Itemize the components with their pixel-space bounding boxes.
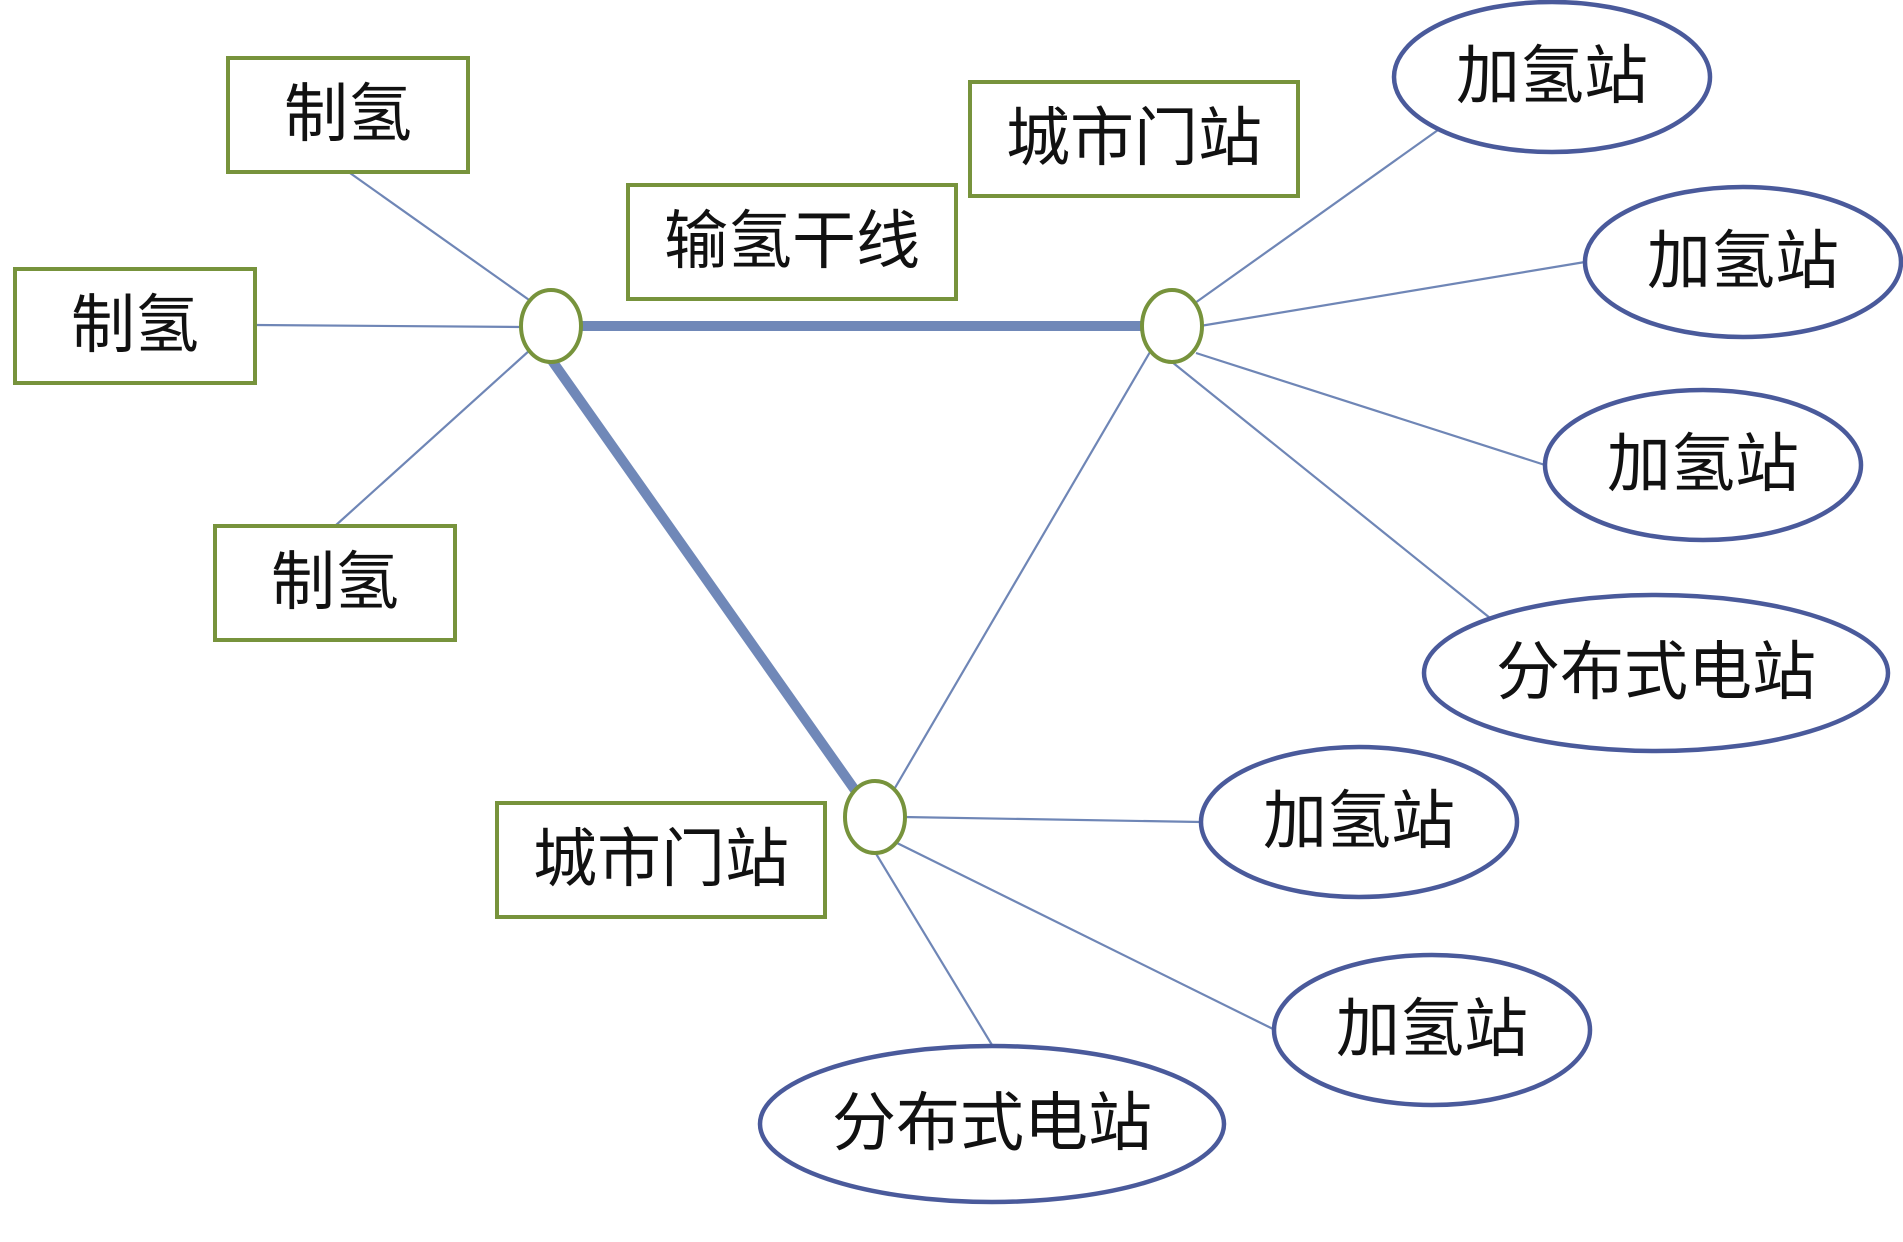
station-east-2: 加氢站 [1582,184,1903,340]
production-box-1: 制氢 [226,56,470,174]
power-east: 分布式电站 [1421,592,1891,754]
edge-east-south [891,351,1151,794]
station-south-2: 加氢站 [1271,952,1593,1108]
power-south: 分布式电站 [757,1043,1227,1205]
junctions [519,288,1204,855]
edges [254,129,1586,1046]
junction-east [1140,288,1204,364]
city-gate-east-label: 城市门站 [1006,102,1262,176]
city-gate-east-box: 城市门站 [968,80,1300,198]
station-south-2-label: 加氢站 [1336,993,1528,1067]
station-east-2-label: 加氢站 [1647,225,1839,299]
edge-production2-hub [254,323,522,329]
edge-south-station1 [902,815,1202,824]
trunk-line-label: 输氢干线 [664,205,920,279]
station-east-1-label: 加氢站 [1456,40,1648,114]
station-east-1: 加氢站 [1391,0,1713,155]
city-gate-south-box: 城市门站 [495,801,827,919]
junction-south [843,779,907,855]
production-label-1: 制氢 [284,78,412,152]
edge-east-station2 [1199,260,1586,328]
edge-east-station3 [1195,351,1546,467]
production-box-3: 制氢 [213,524,457,642]
station-south-1-label: 加氢站 [1263,785,1455,859]
edge-east-power [1171,361,1491,619]
production-label-3: 制氢 [271,546,399,620]
edge-east-station1 [1194,129,1439,304]
power-south-label: 分布式电站 [832,1087,1152,1161]
production-label-2: 制氢 [71,289,199,363]
power-east-label: 分布式电站 [1496,636,1816,710]
station-east-3: 加氢站 [1542,387,1864,543]
trunk-hub-south [543,352,862,796]
station-east-3-label: 加氢站 [1607,428,1799,502]
edge-south-station2 [894,841,1276,1031]
station-south-1: 加氢站 [1198,744,1520,900]
production-box-2: 制氢 [13,267,257,385]
edge-production1-hub [349,172,533,303]
edge-south-power [874,851,993,1046]
trunk-line-label-box: 输氢干线 [626,183,958,301]
edge-production3-hub [334,349,531,527]
city-gate-south-label: 城市门站 [533,823,789,897]
junction-hub [519,288,583,364]
